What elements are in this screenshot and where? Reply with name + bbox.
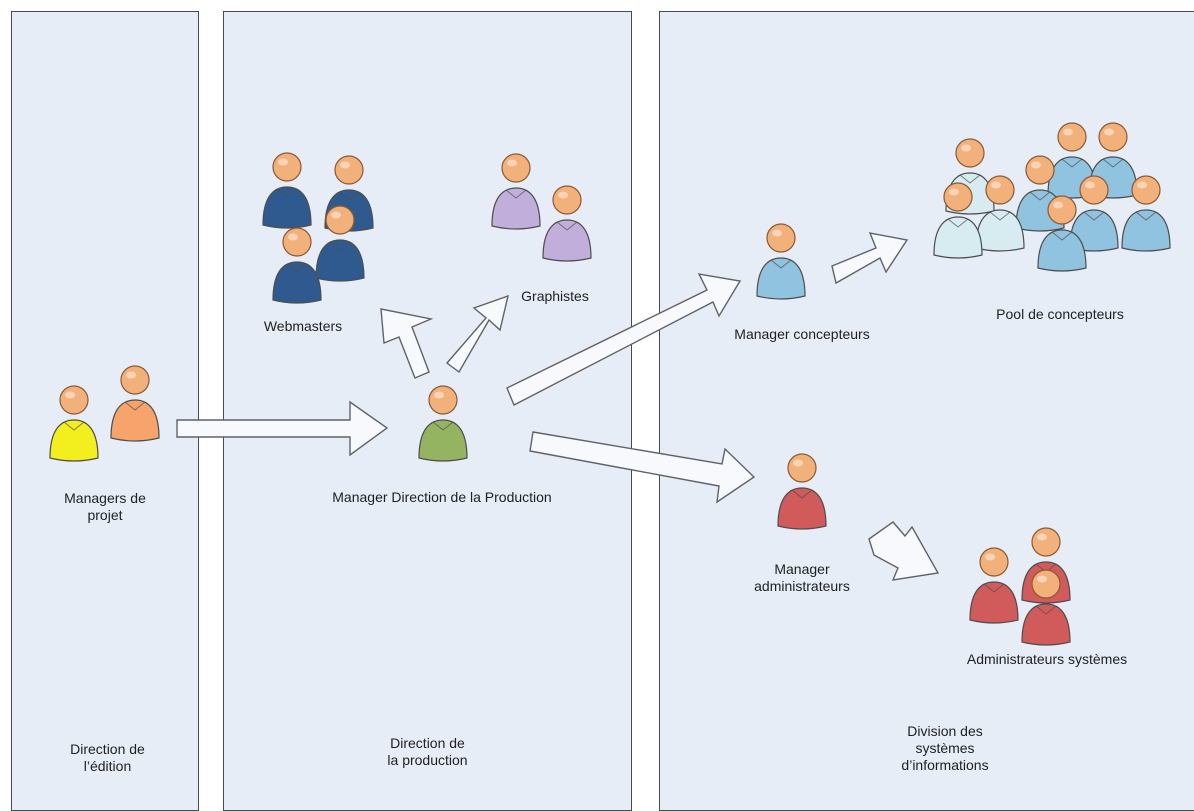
person-icon-graphiste-1: [491, 153, 541, 230]
person-icon-graphiste-2: [542, 185, 592, 262]
lane-label-edition: Direction de l’édition: [70, 741, 145, 774]
arrow-managers-to-direction: [176, 400, 389, 457]
person-icon-manager-projet-2: [110, 365, 160, 442]
label-admins-systemes: Administrateurs systèmes: [966, 651, 1128, 667]
person-icon-webmaster-4: [272, 227, 322, 304]
label-manager-direction: Manager Direction de la Production: [332, 489, 552, 505]
arrow-direction-to-manager-admins: [529, 431, 756, 504]
label-pool-concepteurs: Pool de concepteurs: [996, 306, 1124, 322]
label-webmasters: Webmasters: [263, 318, 343, 334]
person-icon-manager-concepteurs: [756, 223, 806, 300]
person-icon-manager-admins: [777, 453, 827, 530]
person-icon-webmaster-1: [262, 152, 312, 229]
lane-label-production: Direction de la production: [387, 735, 468, 768]
person-icon-manager-direction: [418, 385, 468, 462]
label-managers-projet: Managers de projet: [64, 490, 146, 523]
arrow-manager-admins-to-admins: [868, 521, 940, 581]
lane-label-si: Division des systèmes d’informations: [901, 723, 989, 773]
arrow-direction-to-graphistes: [445, 294, 509, 374]
arrows: [176, 232, 940, 581]
person-icon-admin-1: [969, 547, 1019, 624]
label-manager-concepteurs: Manager concepteurs: [734, 326, 870, 342]
person-icon-manager-projet-1: [49, 385, 99, 462]
label-manager-admins: Manager administrateurs: [754, 561, 850, 594]
arrow-direction-to-webmasters: [380, 308, 434, 379]
arrow-direction-to-manager-concepteurs: [506, 273, 742, 406]
lane-direction-production: [223, 11, 632, 811]
lane-direction-edition: [11, 11, 199, 811]
label-graphistes: Graphistes: [521, 288, 589, 304]
arrow-manager-concepteurs-to-pool: [831, 232, 909, 285]
